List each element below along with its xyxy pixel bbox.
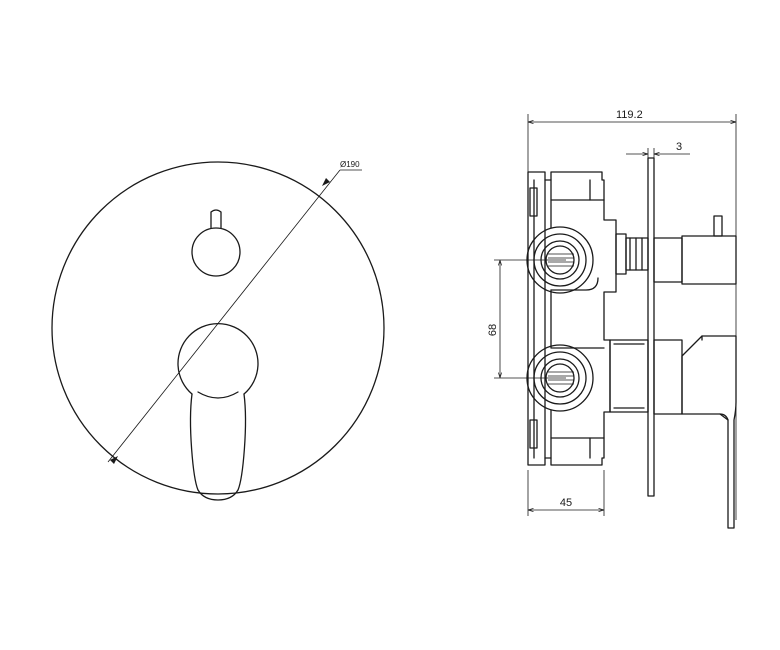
plate-thickness-dimension: 3 xyxy=(626,141,690,160)
mixer-lever xyxy=(177,323,259,501)
diverter-knob xyxy=(191,209,241,277)
front-view: Ø190 xyxy=(51,160,385,501)
side-view: 119.2 3 68 45 xyxy=(487,109,737,529)
plate-thickness-label: 3 xyxy=(676,141,682,153)
diameter-label: Ø190 xyxy=(340,160,360,169)
overall-depth-label: 119.2 xyxy=(616,109,643,121)
cover-plate-outline xyxy=(51,161,385,495)
cover-plate-side xyxy=(647,157,655,497)
diverter-side xyxy=(615,215,737,285)
inlet-spacing-dimension: 68 xyxy=(487,259,566,379)
mixer-side xyxy=(609,335,737,529)
lower-inlet xyxy=(526,344,594,412)
overall-depth-dimension: 119.2 xyxy=(527,109,737,520)
upper-inlet xyxy=(526,226,594,294)
body-depth-label: 45 xyxy=(560,497,572,509)
inlet-spacing-label: 68 xyxy=(487,324,499,336)
diameter-dimension: Ø190 xyxy=(107,160,362,464)
body-depth-dimension: 45 xyxy=(527,470,605,516)
valve-body xyxy=(527,171,617,466)
